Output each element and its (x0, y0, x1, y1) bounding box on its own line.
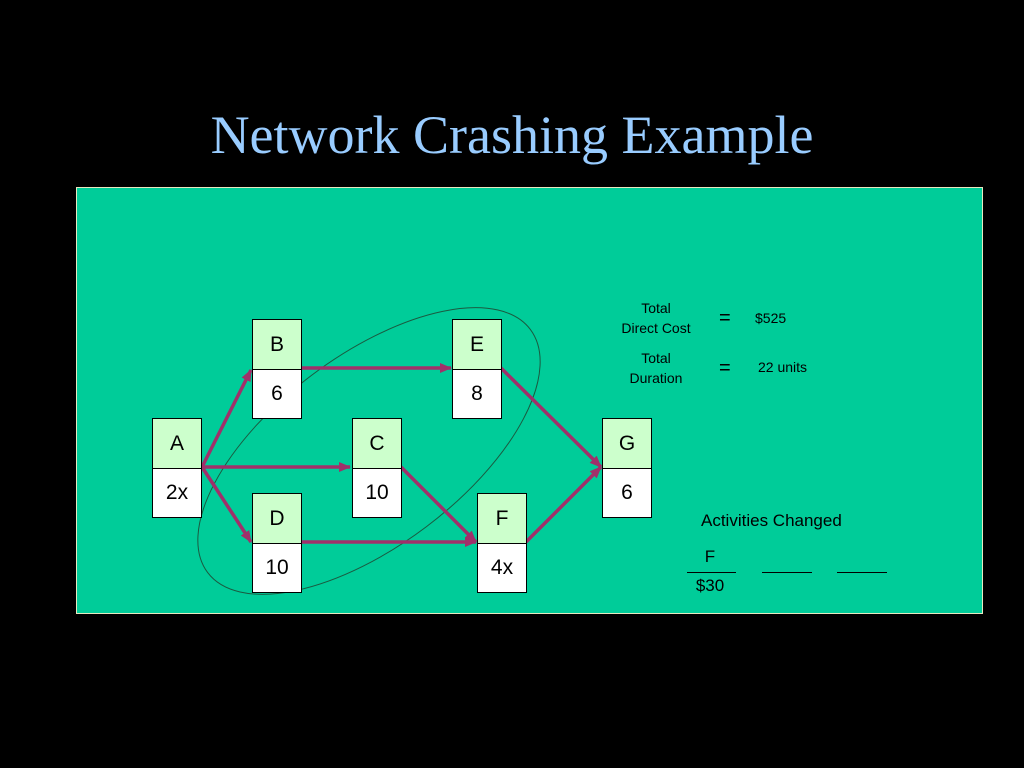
node-c-duration: 10 (365, 481, 389, 504)
activity-blank-line-2 (762, 572, 812, 573)
node-a-duration: 2x (165, 481, 189, 504)
node-f: F 4x (477, 493, 527, 593)
total-direct-cost-label-line1: Total (641, 300, 671, 316)
arrow-a-to-b (200, 369, 253, 468)
total-duration-label: Total Duration (606, 348, 706, 388)
node-c-name: C (353, 419, 401, 469)
node-f-duration: 4x (490, 556, 514, 579)
node-g-name: G (603, 419, 651, 469)
node-c: C 10 (352, 418, 402, 518)
node-e-name: E (453, 320, 501, 370)
arrow-e-to-g (499, 366, 603, 469)
total-direct-cost-value: $525 (755, 310, 787, 326)
node-d-name: D (253, 494, 301, 544)
node-a: A 2x (152, 418, 202, 518)
node-b-name: B (253, 320, 301, 370)
activity-blank-line-3 (837, 572, 887, 573)
activities-changed-title: Activities Changed (701, 511, 842, 530)
node-b: B 6 (252, 319, 302, 419)
arrow-f-to-g (524, 465, 603, 544)
activity-changed-divider (687, 572, 736, 573)
node-e: E 8 (452, 319, 502, 419)
node-g: G 6 (602, 418, 652, 518)
arrow-a-to-d (200, 466, 253, 543)
equals-sign-duration: = (719, 357, 731, 379)
arrow-c-to-f (399, 465, 478, 544)
node-d-duration: 10 (265, 556, 289, 579)
slide-title: Network Crashing Example (210, 105, 814, 165)
node-e-duration: 8 (471, 382, 483, 405)
critical-path-ellipse (197, 307, 541, 595)
total-duration-label-line1: Total (641, 350, 671, 366)
node-d: D 10 (252, 493, 302, 593)
node-f-name: F (478, 494, 526, 544)
total-duration-label-line2: Duration (629, 370, 683, 386)
diagram-panel (76, 187, 983, 614)
total-duration-value: 22 units (758, 359, 808, 375)
node-b-duration: 6 (271, 382, 283, 405)
total-direct-cost-label: Total Direct Cost (606, 298, 706, 338)
total-direct-cost-label-line2: Direct Cost (621, 320, 691, 336)
node-g-duration: 6 (621, 481, 633, 504)
node-a-name: A (153, 419, 201, 469)
activity-changed-name: F (704, 547, 716, 566)
equals-sign-cost: = (719, 307, 731, 329)
activity-changed-cost: $30 (695, 576, 725, 595)
